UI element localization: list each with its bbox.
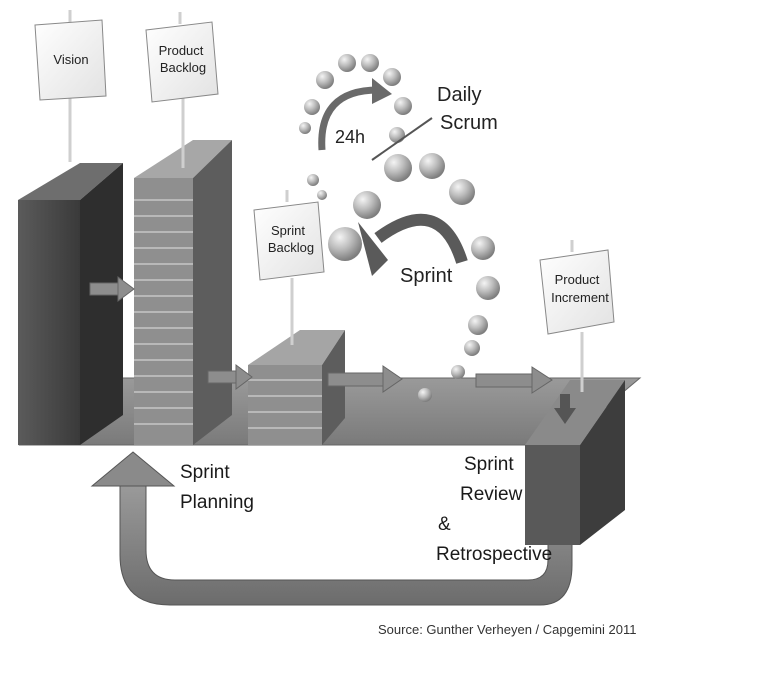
review-line2: Review [460,484,523,505]
product-increment-block [525,380,625,545]
daily-scrum-label-line1: Daily [437,84,481,106]
sprint-planning-line2: Planning [180,492,254,513]
daily-scrum-balls [299,54,412,143]
flow-arrow [475,366,553,394]
vision-sign-label: Vision [53,52,88,67]
vision-block [18,163,123,445]
product-increment-sign: Product Increment [539,240,615,392]
sprint-backlog-sign: Sprint Backlog [253,190,325,345]
sprint-balls [307,153,500,402]
daily-scrum-pointer [371,117,433,161]
sprint-planning-line1: Sprint [180,462,230,483]
sprint-planning-label: Sprint Planning [180,458,254,518]
sprint-backlog-label-line1: Sprint [271,223,305,238]
product-backlog-sign: Product Backlog [145,12,219,168]
review-line1: Sprint [464,454,514,475]
sprint-arrow [358,213,468,276]
down-arrow [554,394,576,424]
return-loop-arrow [90,451,573,606]
flow-arrow [207,364,253,390]
product-backlog-stack [134,140,232,445]
daily-scrum-label-line2: Scrum [440,112,498,134]
cycle-24h-label: 24h [335,127,365,147]
product-backlog-label-line2: Backlog [160,60,206,75]
source-caption: Source: Gunther Verheyen / Capgemini 201… [378,622,637,637]
sprint-backlog-stack [248,330,345,445]
product-increment-label-line1: Product [555,272,600,287]
review-line4: Retrospective [436,544,553,565]
review-line3: & [438,514,451,535]
flow-arrow [327,365,403,393]
flow-arrow [89,276,135,302]
sprint-label: Sprint [400,265,453,287]
product-increment-label-line2: Increment [551,290,609,305]
review-retrospective-label: Sprint Review & Retrospective [436,450,552,570]
sprint-backlog-label-line2: Backlog [268,240,314,255]
vision-sign: Vision [34,10,107,162]
product-backlog-label-line1: Product [159,43,204,58]
daily-scrum-arrow [318,78,392,151]
